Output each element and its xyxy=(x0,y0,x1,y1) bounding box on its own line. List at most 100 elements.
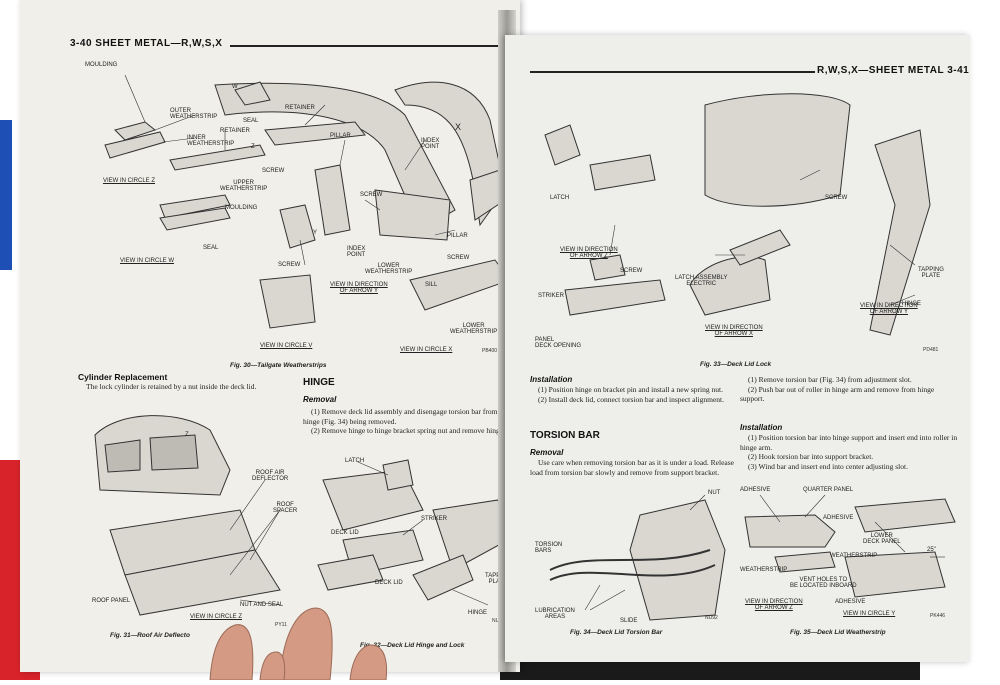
label-view-circle-w: VIEW IN CIRCLE W xyxy=(120,258,175,264)
fig32-label-striker: STRIKER xyxy=(421,516,448,522)
heading-installation: Installation xyxy=(530,375,573,384)
fig31-label-z: Z xyxy=(185,432,189,438)
heading-torsion-bar: TORSION BAR xyxy=(530,430,600,441)
label-view-arrow-y: VIEW IN DIRECTION OF ARROW Y xyxy=(330,282,388,294)
figure-30-caption: Fig. 30—Tailgate Weatherstrips xyxy=(230,362,327,369)
label-view-circle-v: VIEW IN CIRCLE V xyxy=(260,343,313,349)
figure-35-deck-lid-weatherstrip: ADHESIVE QUARTER PANEL ADHESIVE LOWER DE… xyxy=(735,487,963,627)
left-page: 3-40 SHEET METAL—R,W,S,X xyxy=(20,0,520,672)
fig34-label-slide: SLIDE xyxy=(620,618,638,624)
fig32-label-hinge: HINGE xyxy=(468,610,488,616)
label-view-circle-x: VIEW IN CIRCLE X xyxy=(400,347,453,353)
label-screw-2: SCREW xyxy=(360,192,383,198)
figure-33-code: PD481 xyxy=(923,347,939,353)
hinge-removal-step-1: (1) Remove deck lid assembly and disenga… xyxy=(303,407,498,426)
figure-35-drawing xyxy=(744,494,956,598)
installation-step-2: (2) Install deck lid, connect torsion ba… xyxy=(538,394,724,404)
label-inner-weatherstrip: INNER WEATHERSTRIP xyxy=(187,135,235,147)
figure-34-code: NU92 xyxy=(705,615,718,621)
fig33-label-latch-assembly-electric: LATCH ASSEMBLY ELECTRIC xyxy=(675,275,728,287)
figure-31-drawing xyxy=(94,415,281,616)
fig35-label-weatherstrip-2: WEATHERSTRIP xyxy=(740,567,788,573)
label-screw-4: SCREW xyxy=(447,255,470,261)
label-retainer: RETAINER xyxy=(220,128,250,134)
text-hinge-removal: (1) Remove deck lid assembly and disenga… xyxy=(303,407,508,436)
label-w: W xyxy=(232,84,238,90)
fig33-label-screw: SCREW xyxy=(620,268,643,274)
fig31-label-view-circle-z: VIEW IN CIRCLE Z xyxy=(190,614,243,620)
figure-34-drawing xyxy=(549,494,726,621)
installation2-step-1: (1) Position torsion bar into hinge supp… xyxy=(740,433,958,452)
text-cylinder-replacement: The lock cylinder is retained by a nut i… xyxy=(86,382,257,391)
figure-31-caption: Fig. 31—Roof Air Deflecto xyxy=(110,632,190,639)
fig32-label-deck-lid: DECK LID xyxy=(331,530,359,536)
fig33-label-tapping-plate: TAPPING PLATE xyxy=(918,267,944,279)
figure-35-code: PK446 xyxy=(930,613,946,619)
figure-30-drawing xyxy=(104,74,511,329)
hand-holding-book xyxy=(200,590,400,681)
background-blue-edge xyxy=(0,120,12,270)
text-installation-2: (1) Position torsion bar into hinge supp… xyxy=(740,433,960,471)
text-torsion-removal-steps: (1) Remove torsion bar (Fig. 34) from ad… xyxy=(740,375,960,404)
figure-30-code: PB400 xyxy=(482,348,498,354)
fig31-label-roof-spacer: ROOF SPACER xyxy=(273,502,298,514)
figure-30-tailgate-weatherstrips: MOULDING OUTER WEATHERSTRIP INNER WEATHE… xyxy=(75,60,515,360)
heading-hinge-removal: Removal xyxy=(303,395,337,404)
heading-torsion-removal: Removal xyxy=(530,448,564,457)
heading-cylinder-replacement: Cylinder Replacement xyxy=(78,372,168,382)
fig31-label-roof-panel: ROOF PANEL xyxy=(92,598,131,604)
page-header-left: 3-40 SHEET METAL—R,W,S,X xyxy=(70,38,223,49)
label-lower-weatherstrip-2: LOWER WEATHERSTRIP xyxy=(450,323,498,335)
figure-33-drawing xyxy=(544,93,931,336)
fig34-label-nut: NUT xyxy=(708,490,721,496)
label-pillar: PILLAR xyxy=(330,133,351,139)
fig33-label-view-arrow-y: VIEW IN DIRECTION OF ARROW Y xyxy=(860,303,918,315)
fig33-label-striker: STRIKER xyxy=(538,293,565,299)
label-screw-3: SCREW xyxy=(278,262,301,268)
text-installation: (1) Position hinge on bracket pin and in… xyxy=(530,385,735,404)
installation2-step-2: (2) Hook torsion bar into support bracke… xyxy=(748,452,874,461)
fig35-label-weatherstrip: WEATHERSTRIP xyxy=(830,553,878,559)
label-retainer-2: RETAINER xyxy=(285,105,315,111)
fig33-label-view-arrow-z: VIEW IN DIRECTION OF ARROW Z xyxy=(560,247,618,259)
right-page: R,W,S,X—SHEET METAL 3-41 LATCH xyxy=(505,35,970,662)
figure-31-code: PY11 xyxy=(275,622,287,628)
figure-31-roof-air-deflector: Z ROOF AIR DEFLECTOR ROOF SPACER ROOF PA… xyxy=(80,400,300,630)
heading-hinge: HINGE xyxy=(303,377,335,388)
label-pillar-2: PILLAR xyxy=(447,233,468,239)
header-rule-left xyxy=(230,45,508,47)
label-lower-weatherstrip: LOWER WEATHERSTRIP xyxy=(365,263,413,275)
label-view-circle-z: VIEW IN CIRCLE Z xyxy=(103,178,156,184)
header-rule-right xyxy=(530,71,815,73)
label-index-point: INDEX POINT xyxy=(421,138,440,150)
hand-drawing xyxy=(209,607,388,681)
label-z: Z xyxy=(251,144,255,150)
fig35-label-view-circle-y: VIEW IN CIRCLE Y xyxy=(843,611,896,617)
fig35-label-view-arrow-z: VIEW IN DIRECTION OF ARROW Z xyxy=(745,599,803,611)
label-moulding: MOULDING xyxy=(85,62,118,68)
figure-33-caption: Fig. 33—Deck Lid Lock xyxy=(700,361,772,368)
fig32-label-deck-lid-2: DECK LID xyxy=(375,580,403,586)
hinge-removal-step-2: (2) Remove hinge to hinge bracket spring… xyxy=(311,426,505,435)
figure-32-drawing xyxy=(317,459,509,606)
figure-34-deck-lid-torsion-bar: NUT TORSION BARS LUBRICATION AREAS SLIDE xyxy=(530,490,730,630)
fig33-label-panel-deck-opening: PANEL DECK OPENING xyxy=(535,337,582,349)
fig32-label-tapping-plate: TAPPING PLATE xyxy=(485,573,511,585)
fig35-label-dimension: 25" xyxy=(927,547,936,553)
label-index-point-2: INDEX POINT xyxy=(347,246,366,258)
fig32-label-latch: LATCH xyxy=(345,458,365,464)
figure-33-deck-lid-lock: LATCH VIEW IN DIRECTION OF ARROW Z SCREW… xyxy=(530,85,960,350)
label-y: Y xyxy=(313,230,318,236)
installation-step-1: (1) Position hinge on bracket pin and in… xyxy=(538,385,723,394)
figure-34-caption: Fig. 34—Deck Lid Torsion Bar xyxy=(570,629,663,636)
installation2-step-3: (3) Wind bar and insert end into center … xyxy=(748,461,908,471)
fig35-label-lower-deck-panel: LOWER DECK PANEL xyxy=(863,533,901,545)
fig33-label-view-arrow-x: VIEW IN DIRECTION OF ARROW X xyxy=(705,325,763,337)
label-seal-2: SEAL xyxy=(203,245,219,251)
fig31-label-nut-and-seal: NUT AND SEAL xyxy=(240,602,284,608)
label-x: X xyxy=(455,122,462,132)
label-sill: SILL xyxy=(425,282,438,288)
fig35-label-adhesive: ADHESIVE xyxy=(740,487,771,493)
fig31-label-roof-air-deflector: ROOF AIR DEFLECTOR xyxy=(252,470,289,482)
torsion-removal-step-1: (1) Remove torsion bar (Fig. 34) from ad… xyxy=(748,375,912,384)
